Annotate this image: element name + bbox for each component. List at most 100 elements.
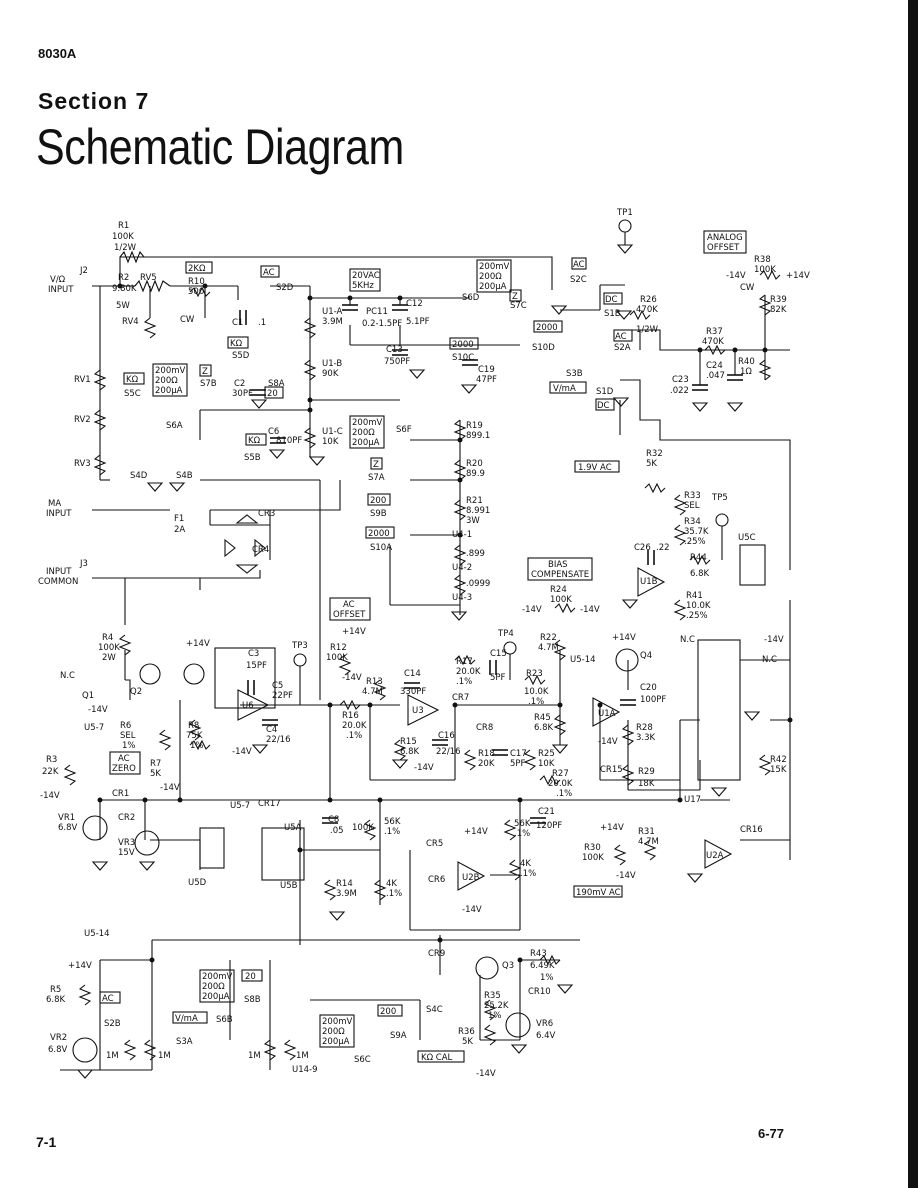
- label-z-2: Z: [202, 367, 208, 377]
- label-s4b: S4B: [176, 471, 193, 481]
- label-r25-value: 10K: [538, 759, 555, 769]
- page-title: Schematic Diagram: [36, 119, 404, 175]
- label-r38-value: 100K: [754, 265, 776, 275]
- label-r36-neg: -14V: [476, 1069, 496, 1079]
- label-ac-zero-1: AC: [118, 754, 130, 764]
- label-c21-value: 120PF: [536, 821, 562, 831]
- label-r32: R32: [646, 449, 663, 459]
- label-dc-1: DC: [605, 295, 618, 305]
- label-rv3: RV3: [74, 459, 91, 469]
- label-r33-value: SEL: [684, 501, 700, 511]
- label-r41-value: 10.0K: [686, 601, 711, 611]
- label-q4: Q4: [640, 651, 652, 661]
- label-c14: C14: [404, 669, 421, 679]
- label-cr16: CR16: [740, 825, 763, 835]
- label-s10a: S10A: [370, 543, 392, 553]
- label-r26-value: 470K: [636, 305, 658, 315]
- wires: [60, 256, 791, 1071]
- label-c24: C24: [706, 361, 723, 371]
- label-r-56k: 56K: [384, 817, 401, 827]
- label-1m-3: 1M: [248, 1051, 261, 1061]
- label-r24-value: 100K: [550, 595, 572, 605]
- label-r37-value: 470K: [702, 337, 724, 347]
- label-r26: R26: [640, 295, 657, 305]
- label-u1c-value: 10K: [322, 437, 339, 447]
- label-q1-neg: -14V: [88, 705, 108, 715]
- label-range-ua-3: 200μA: [352, 438, 380, 448]
- label-s3b: S3B: [566, 369, 583, 379]
- label-s6d: S6D: [462, 293, 480, 303]
- label-r19-value: 899.1: [466, 431, 490, 441]
- label-kohm-3: KΩ: [248, 436, 261, 446]
- label-range-mv-5: 200mV: [322, 1017, 353, 1027]
- label-c16-value: 22/16: [436, 747, 461, 757]
- label-vr6: VR6: [536, 1019, 553, 1029]
- label-c26-value: .22: [656, 543, 670, 553]
- label-u2b-pos: +14V: [464, 827, 488, 837]
- label-r45-value: 6.8K: [534, 723, 554, 733]
- label-u5-14-b: U5-14: [84, 929, 110, 939]
- label-s6f: S6F: [396, 425, 412, 435]
- label-r14-value: 3.9M: [336, 889, 357, 899]
- label-r899: .899: [466, 549, 485, 559]
- label-vr2: VR2: [50, 1033, 67, 1043]
- label-r13: R13: [366, 677, 383, 687]
- label-cr8: CR8: [476, 723, 493, 733]
- label-u17: U17: [684, 795, 701, 805]
- label-c4-value: 22/16: [266, 735, 291, 745]
- label-u5-14-a: U5-14: [570, 655, 596, 665]
- label-u1c: U1-C: [322, 427, 343, 437]
- label-q-pos: +14V: [186, 639, 210, 649]
- label-r6-value: SEL: [120, 731, 136, 741]
- label-u1b-amp: U1B: [640, 577, 658, 587]
- label-cr4: CR4: [252, 545, 269, 555]
- label-r8-value: 75K: [186, 731, 203, 741]
- label-s10c: S10C: [452, 353, 474, 363]
- label-r42-value: 15K: [770, 765, 787, 775]
- label-u1b: U1-B: [322, 359, 342, 369]
- page-number-right: 6-77: [758, 1126, 785, 1141]
- label-r35: R35: [484, 991, 501, 1001]
- label-s4d: S4D: [130, 471, 148, 481]
- label-ac-zero-2: ZERO: [112, 764, 136, 774]
- label-s7b: S7B: [200, 379, 217, 389]
- label-r3-value: 22K: [42, 767, 59, 777]
- label-r24-neg: -14V: [522, 605, 542, 615]
- boxed-labels: ANALOG OFFSET 2KΩ AC AC DC AC DC V/mA 20…: [99, 230, 747, 1063]
- label-r7-neg: -14V: [160, 783, 180, 793]
- label-c3-value: 15PF: [246, 661, 267, 671]
- label-ma-input-2: INPUT: [46, 509, 72, 519]
- label-q2: Q2: [130, 687, 142, 697]
- label-pc11: PC11: [366, 307, 388, 317]
- label-vr3-value: 15V: [118, 848, 135, 858]
- label-r28: R28: [636, 723, 653, 733]
- label-r14: R14: [336, 879, 353, 889]
- label-q3: Q3: [502, 961, 514, 971]
- label-r12-value: 100K: [326, 653, 348, 663]
- label-20-1: 20: [267, 389, 278, 399]
- label-u4-3: U4-3: [452, 593, 472, 603]
- label-s4c: S4C: [426, 1005, 443, 1015]
- label-z-3: Z: [373, 460, 379, 470]
- label-c3: C3: [248, 649, 259, 659]
- label-r23: R23: [526, 669, 543, 679]
- label-rv1: RV1: [74, 375, 91, 385]
- label-range-mv-1: 200mV: [479, 262, 510, 272]
- label-c6-value: 810PF: [276, 436, 302, 446]
- label-r36: R36: [458, 1027, 475, 1037]
- label-c5: C5: [272, 681, 283, 691]
- test-points: [293, 219, 729, 705]
- label-r33: R33: [684, 491, 701, 501]
- label-r30: R30: [584, 843, 601, 853]
- label-rv2: RV2: [74, 415, 91, 425]
- label-c19-value: 47PF: [476, 375, 497, 385]
- label-u1a: U1-A: [322, 307, 343, 317]
- label-r20-value: 89.9: [466, 469, 485, 479]
- label-range-mv-3: 200mV: [352, 418, 383, 428]
- label-cw-1: CW: [180, 315, 195, 325]
- label-r-4k-2: 4K: [520, 859, 531, 869]
- label-u1a-amp: U1A: [598, 709, 616, 719]
- label-cw-2: CW: [740, 283, 755, 293]
- label-r30-pos: +14V: [600, 823, 624, 833]
- label-r29: R29: [638, 767, 655, 777]
